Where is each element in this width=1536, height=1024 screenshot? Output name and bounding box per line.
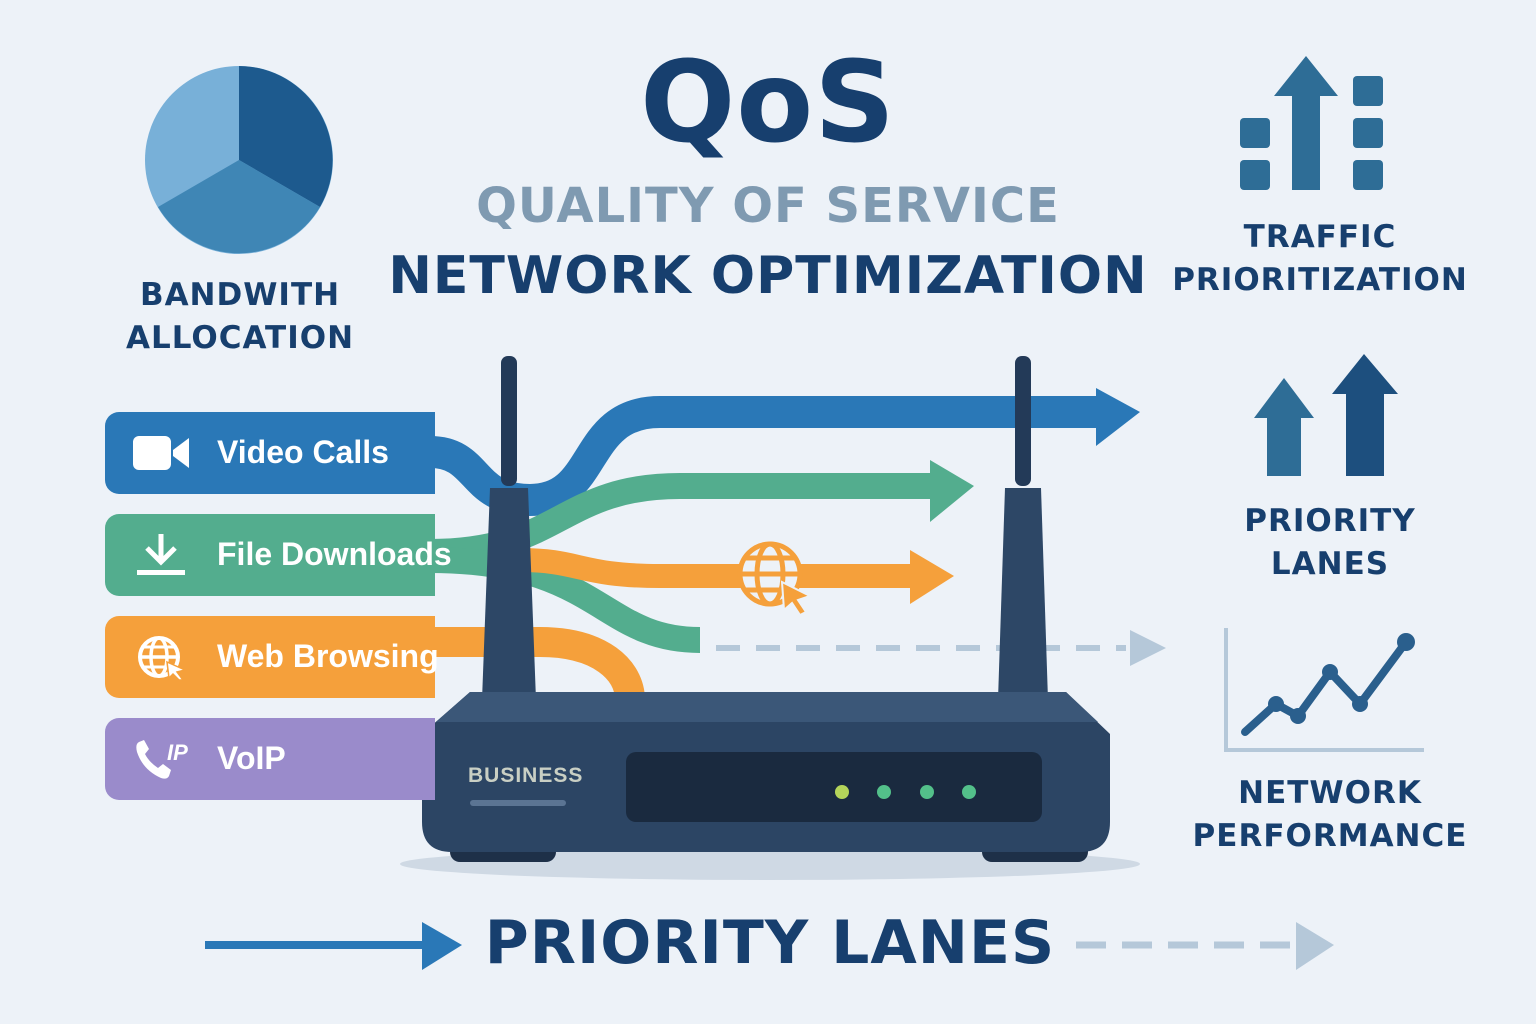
bandwidth-allocation-label: BANDWITH ALLOCATION xyxy=(100,274,380,360)
lane-video-calls: Video Calls xyxy=(105,412,435,494)
download-icon xyxy=(137,534,185,575)
label-line: PRIORITIZATION xyxy=(1172,262,1468,298)
line-graph-icon xyxy=(1224,628,1424,752)
web-curl-path xyxy=(430,627,645,702)
lane-label: File Downloads xyxy=(217,536,452,572)
low-priority-dashed-arrow xyxy=(716,630,1166,666)
lane-label: Web Browsing xyxy=(217,638,439,674)
lane-voip: IP VoIP xyxy=(105,718,435,800)
router-brand-label: BUSINESS xyxy=(468,764,584,787)
page-title: QoS xyxy=(640,38,896,168)
phone-ip-icon: IP xyxy=(136,740,188,779)
label-line: PERFORMANCE xyxy=(1192,818,1468,854)
video-flow-path xyxy=(428,388,1140,517)
lane-web-browsing: Web Browsing xyxy=(105,616,439,698)
priority-lanes-label: PRIORITY LANES xyxy=(1200,500,1460,586)
router-device xyxy=(400,692,1140,880)
router-antenna-left xyxy=(482,356,536,700)
lane-label: VoIP xyxy=(217,740,286,776)
footer-label: PRIORITY LANES xyxy=(484,908,1056,978)
router-status-leds xyxy=(835,785,976,799)
bars-up-arrow-icon xyxy=(1240,56,1383,190)
router-led xyxy=(962,785,976,799)
label-line: LANES xyxy=(1270,546,1390,582)
router-led xyxy=(835,785,849,799)
globe-cursor-icon xyxy=(737,541,813,617)
svg-text:IP: IP xyxy=(167,740,188,765)
footer-solid-arrow xyxy=(205,922,462,970)
traffic-prioritization-label: TRAFFIC PRIORITIZATION xyxy=(1160,216,1480,302)
label-line: TRAFFIC xyxy=(1243,219,1397,255)
lane-label: Video Calls xyxy=(217,434,389,470)
router-led xyxy=(920,785,934,799)
network-performance-label: NETWORK PERFORMANCE xyxy=(1180,772,1480,858)
page-subtitle: QUALITY OF SERVICE xyxy=(476,178,1060,234)
page-headline: NETWORK OPTIMIZATION xyxy=(388,246,1148,306)
video-camera-icon xyxy=(133,436,189,470)
router-antenna-right xyxy=(998,356,1048,700)
footer-dashed-arrow xyxy=(1076,922,1334,970)
label-line: NETWORK xyxy=(1238,775,1422,811)
label-line: PRIORITY xyxy=(1244,503,1416,539)
globe-icon xyxy=(138,636,188,680)
lane-file-downloads: File Downloads xyxy=(105,514,452,596)
router-led xyxy=(877,785,891,799)
up-arrows-icon xyxy=(1254,354,1398,476)
label-line: ALLOCATION xyxy=(125,320,355,356)
download-flow-path xyxy=(429,460,974,565)
label-line: BANDWITH xyxy=(139,277,341,313)
pie-chart-icon xyxy=(145,66,333,254)
web-flow-path xyxy=(519,548,954,604)
